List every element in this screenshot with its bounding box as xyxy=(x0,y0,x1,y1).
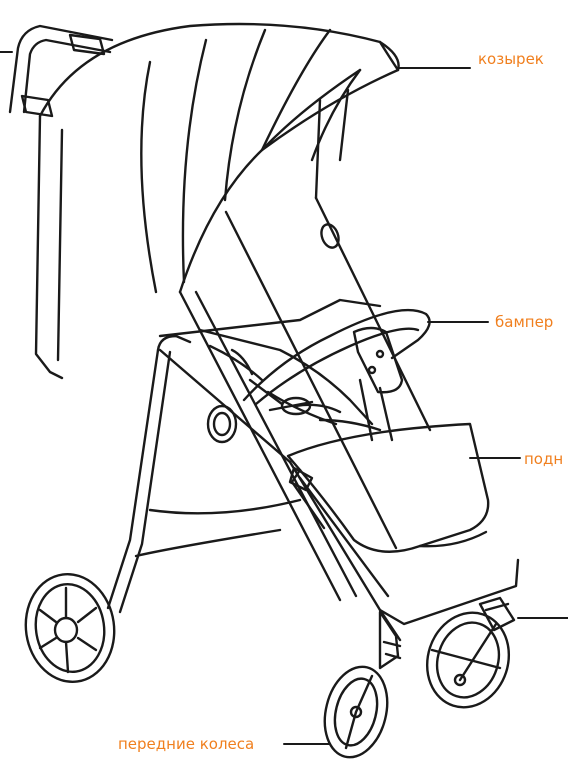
canopy xyxy=(36,24,399,378)
footrest-label: подн xyxy=(524,452,563,467)
frame xyxy=(108,198,518,640)
handlebar xyxy=(10,26,112,116)
front-wheel-left xyxy=(316,612,400,764)
bumper-label: бампер xyxy=(495,315,553,330)
canopy-label: козырек xyxy=(478,52,544,67)
rear-wheel xyxy=(19,568,121,687)
callout-lines xyxy=(0,52,568,744)
front-wheels-label: передние колеса xyxy=(118,737,254,752)
